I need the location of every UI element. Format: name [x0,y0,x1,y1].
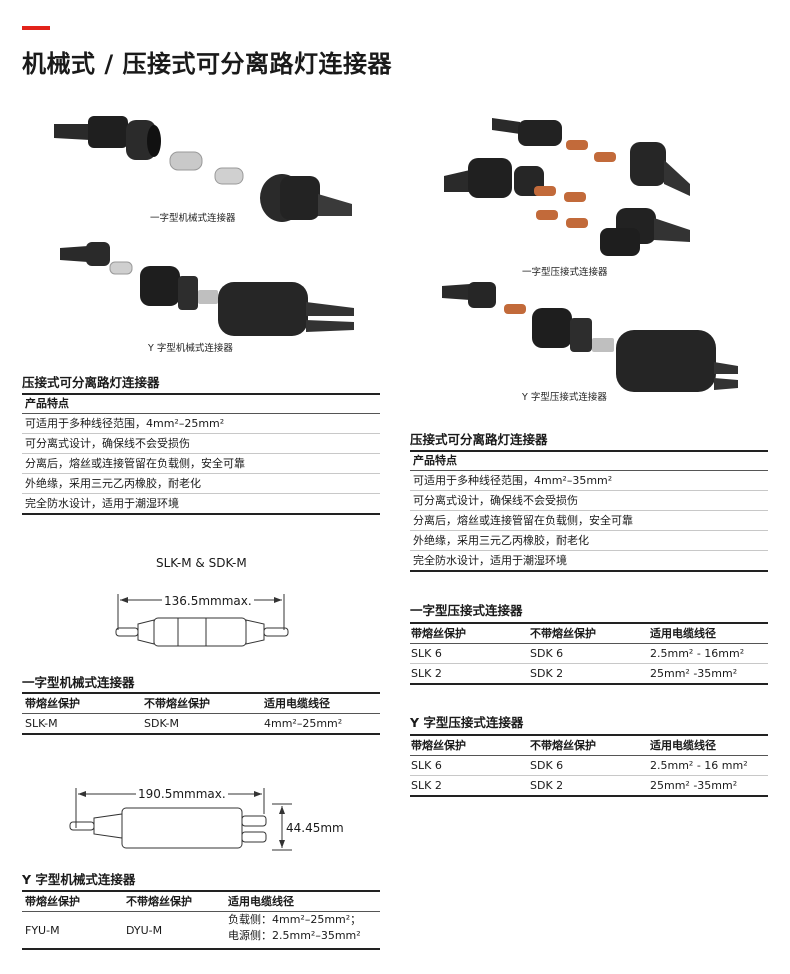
cell: 负载侧：4mm²–25mm²； [228,913,362,926]
feature-row: 分离后，熔丝或连接管留在负载侧，安全可靠 [410,511,768,531]
col-header: 不带熔丝保护 [126,895,192,908]
feature-row: 可适用于多种线径范围，4mm²–25mm² [22,414,380,434]
drawing1-dimension: 136.5mmmax. [162,594,254,608]
mech-straight-caption: 一字型机械式连接器 [150,213,236,224]
cell: 电源侧：2.5mm²–35mm² [228,929,361,942]
drawing2-height: 44.45mm [286,821,344,835]
cell: SDK-M [144,717,179,730]
mech-y-caption: Y 字型机械式连接器 [148,343,233,354]
cell: DYU-M [126,924,163,937]
cell: SDK 6 [530,759,564,772]
feature-row: 可分离式设计，确保线不会受损伤 [410,491,768,511]
cell: SDK 2 [530,779,564,792]
crimp-y-connector-photo [442,282,738,392]
col-header: 适用电缆线径 [650,739,716,752]
drawing1-label: SLK-M & SDK-M [156,556,247,570]
col-header: 带熔丝保护 [25,895,80,908]
col-header: 带熔丝保护 [411,627,466,640]
left-features-title: 压接式可分离路灯连接器 [22,375,160,390]
cell: 25mm² -35mm² [650,779,738,792]
feature-row: 外绝缘，采用三元乙丙橡胶，耐老化 [410,531,768,551]
cell: SDK 6 [530,647,564,660]
drawing2-dimension: 190.5mmmax. [136,787,228,801]
right-features-table: 产品特点 可适用于多种线径范围，4mm²–35mm² 可分离式设计，确保线不会受… [410,450,768,572]
col-header: 带熔丝保护 [25,697,80,710]
col-header: 不带熔丝保护 [530,739,596,752]
cell: SLK 6 [411,647,442,660]
mech-y-connector-photo [60,242,354,336]
crimp-y-caption: Y 字型压接式连接器 [522,392,607,403]
crimp-straight-connector-photo [444,118,690,256]
feature-row: 可适用于多种线径范围，4mm²–35mm² [410,471,768,491]
cell: SDK 2 [530,667,564,680]
left-features-table: 产品特点 可适用于多种线径范围，4mm²–25mm² 可分离式设计，确保线不会受… [22,393,380,515]
cell: SLK 2 [411,667,442,680]
crimp-y-table: 带熔丝保护 不带熔丝保护 适用电缆线径 SLK 6 SDK 6 2.5mm² -… [410,734,768,797]
feature-row: 分离后，熔丝或连接管留在负载侧，安全可靠 [22,454,380,474]
table-row: SLK-M SDK-M 4mm²–25mm² [22,714,380,735]
mech-straight-table: 带熔丝保护 不带熔丝保护 适用电缆线径 SLK-M SDK-M 4mm²–25m… [22,692,380,735]
table-row: SLK 6 SDK 6 2.5mm² - 16 mm² [410,756,768,776]
col-header: 带熔丝保护 [411,739,466,752]
feature-row: 完全防水设计，适用于潮湿环境 [22,494,380,515]
crimp-y-table-title: Y 字型压接式连接器 [410,715,524,730]
crimp-straight-caption: 一字型压接式连接器 [522,267,608,278]
cell: 2.5mm² - 16 mm² [650,759,748,772]
cell: SLK-M [25,717,58,730]
mech-straight-table-title: 一字型机械式连接器 [22,675,135,690]
crimp-straight-table-title: 一字型压接式连接器 [410,603,523,618]
col-header: 不带熔丝保护 [144,697,210,710]
cell: 4mm²–25mm² [264,717,343,730]
cell: SLK 2 [411,779,442,792]
right-features-title: 压接式可分离路灯连接器 [410,432,548,447]
title-accent-bar [22,26,50,30]
cell: FYU-M [25,924,60,937]
cell: SLK 6 [411,759,442,772]
table-row: SLK 6 SDK 6 2.5mm² - 16mm² [410,644,768,664]
col-header: 适用电缆线径 [228,895,294,908]
table-row: SLK 2 SDK 2 25mm² -35mm² [410,776,768,797]
mech-y-table-title: Y 字型机械式连接器 [22,872,136,887]
cell: 25mm² -35mm² [650,667,738,680]
col-header: 适用电缆线径 [650,627,716,640]
col-header: 不带熔丝保护 [530,627,596,640]
table-row: SLK 2 SDK 2 25mm² -35mm² [410,664,768,685]
col-header: 适用电缆线径 [264,697,330,710]
feature-row: 外绝缘，采用三元乙丙橡胶，耐老化 [22,474,380,494]
features-header: 产品特点 [22,395,380,414]
table-row: FYU-M DYU-M 负载侧：4mm²–25mm²； 电源侧：2.5mm²–3… [22,912,380,950]
features-header: 产品特点 [410,452,768,471]
mech-y-table: 带熔丝保护 不带熔丝保护 适用电缆线径 FYU-M DYU-M 负载侧：4mm²… [22,890,380,950]
mech-straight-connector-photo [54,116,352,222]
cell: 2.5mm² - 16mm² [650,647,745,660]
page-title: 机械式 / 压接式可分离路灯连接器 [22,50,392,78]
y-dimension-drawing [69,788,292,851]
feature-row: 可分离式设计，确保线不会受损伤 [22,434,380,454]
feature-row: 完全防水设计，适用于潮湿环境 [410,551,768,572]
crimp-straight-table: 带熔丝保护 不带熔丝保护 适用电缆线径 SLK 6 SDK 6 2.5mm² -… [410,622,768,685]
